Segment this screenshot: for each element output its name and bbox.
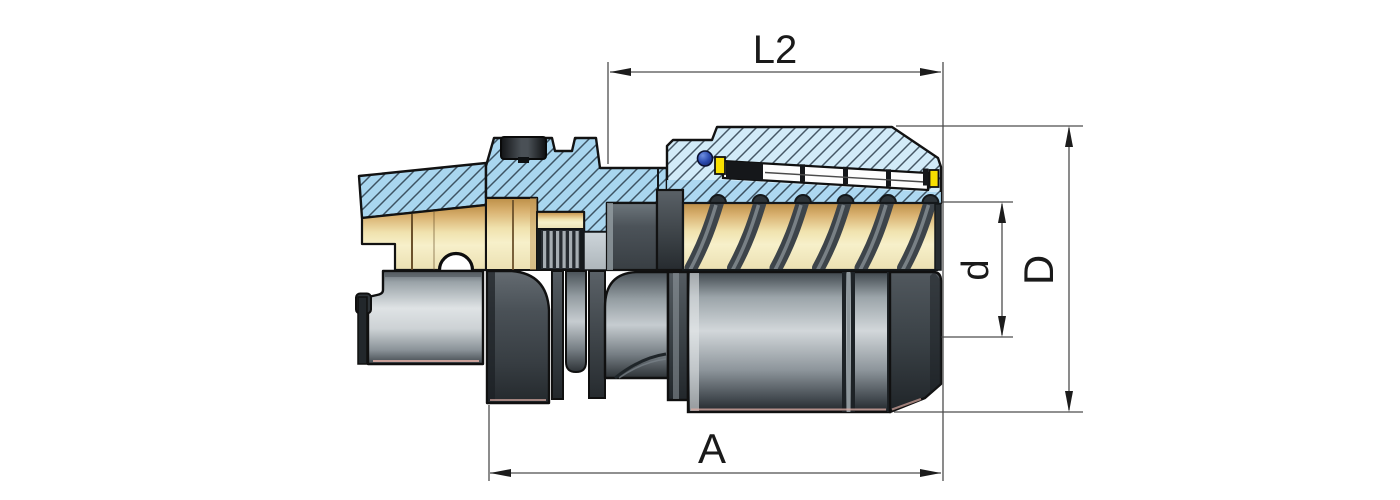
nut-nose [888, 270, 943, 414]
coil-spring-band [681, 201, 939, 272]
cross-section-upper-half [357, 125, 943, 289]
exterior-lower-half [355, 269, 943, 414]
ball-detail [696, 150, 714, 167]
dd-arrow-top [1065, 126, 1073, 147]
dimension-a-label: A [698, 425, 726, 472]
set-screw [500, 136, 547, 163]
nut-groove-2 [851, 272, 855, 412]
dimension-d-small [941, 201, 1013, 338]
nut-groove-1 [842, 272, 846, 412]
seal-left [714, 156, 726, 175]
a-arrow-right [920, 469, 941, 477]
slot-tongue [565, 270, 587, 374]
flange-interior [485, 197, 585, 271]
d-arrow-bottom [998, 316, 1006, 337]
seal-right [928, 169, 940, 188]
l2-arrow-left [610, 68, 631, 76]
dimension-d-large-label: D [1015, 255, 1062, 285]
nut-front-rim [934, 203, 942, 271]
dimension-a [488, 405, 941, 481]
shank-end-face [357, 296, 368, 365]
flange-exterior [485, 269, 551, 405]
dimension-l2 [607, 62, 944, 481]
hsk-shank-exterior [355, 269, 485, 366]
helical-coil [684, 204, 936, 269]
bore-gap [583, 231, 608, 271]
dimensions [488, 62, 1083, 481]
spacer-ring [666, 270, 690, 402]
hsk-shank-section-rim [357, 161, 488, 220]
dimension-l2-label: L2 [753, 28, 798, 72]
thread-section [536, 228, 585, 271]
dimension-d-small-label: d [955, 259, 997, 280]
tube-end-fitting [923, 168, 929, 186]
l2-arrow-right [920, 68, 941, 76]
collet-wall-section [605, 188, 685, 272]
collet-slot-line [614, 352, 667, 380]
a-arrow-left [490, 469, 511, 477]
nut-exterior [686, 270, 892, 414]
d-arrow-top [998, 202, 1006, 223]
dimension-label-group: L2 A d D [698, 28, 1062, 472]
dimension-d-large [894, 125, 1083, 413]
set-screw-tip [518, 157, 529, 163]
flange-drive-slot [551, 270, 606, 400]
collet-body-exterior [603, 270, 670, 380]
dd-arrow-bottom [1065, 391, 1073, 412]
